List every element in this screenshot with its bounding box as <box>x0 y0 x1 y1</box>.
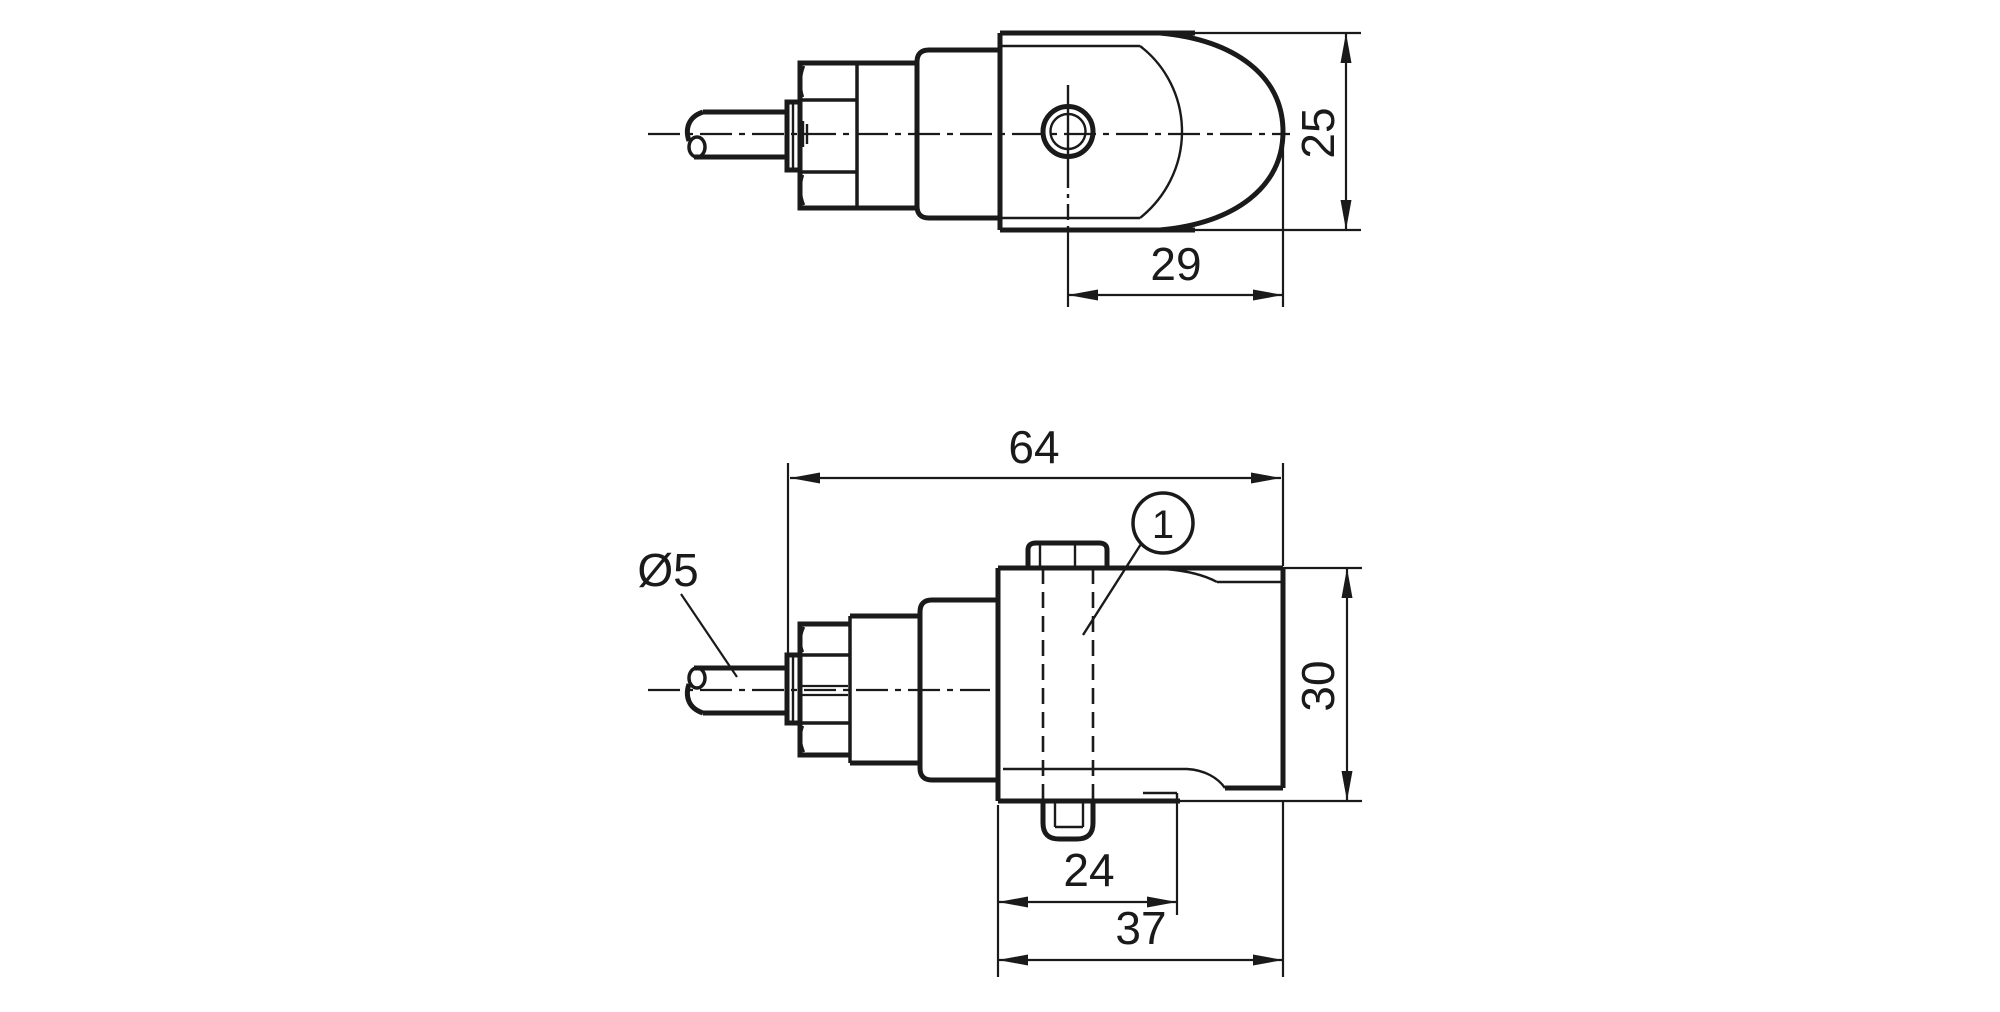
bolt-head-outline <box>1025 540 1110 568</box>
dim30-arrow-top <box>1341 568 1353 598</box>
dim24-arrow-left <box>998 896 1028 908</box>
bolt-tip-outline <box>1040 801 1096 842</box>
nut-side-chamfer-top <box>799 626 806 653</box>
cable-diameter-callout: Ø5 <box>637 544 738 678</box>
sensor-body-side <box>995 565 1286 804</box>
nut-outline <box>797 60 857 211</box>
dim64-arrow-left <box>790 472 820 484</box>
nut-side-chamfer-bottom <box>799 725 806 753</box>
dim37-label: 37 <box>1115 902 1166 954</box>
sleeve-section <box>855 60 917 211</box>
dim64-label: 64 <box>1008 421 1059 473</box>
callout-1: 1 <box>1081 491 1195 636</box>
cable-side-end-cap <box>684 683 704 716</box>
callout-1-leader <box>1081 543 1143 636</box>
cable-end-cap <box>684 109 704 142</box>
callout-1-circle <box>1131 491 1195 555</box>
cable-gland <box>784 99 809 173</box>
head-bottom-fillet <box>1186 767 1226 789</box>
cable <box>684 109 787 160</box>
top-view: 29 25 <box>648 30 1361 307</box>
dimension-24: 24 <box>996 801 1179 977</box>
head-top-fillet <box>1164 567 1218 584</box>
body-inner-arc <box>1139 45 1184 219</box>
dim24-label: 24 <box>1063 844 1114 896</box>
cable-side <box>684 665 787 716</box>
dimension-29: 29 <box>1066 131 1285 307</box>
cable-diameter-leader <box>680 593 738 678</box>
hex-nut <box>797 60 857 211</box>
dim30-label: 30 <box>1292 660 1344 711</box>
callout-1-label: 1 <box>1152 503 1174 547</box>
dimension-37: 37 <box>998 800 1285 977</box>
dimension-25: 25 <box>1195 31 1361 232</box>
dim25-label: 25 <box>1292 107 1344 158</box>
dim29-arrow-right <box>1253 289 1283 301</box>
dim24-arrow-right <box>1147 896 1177 908</box>
fixing-screw <box>1040 85 1096 230</box>
dimension-64: 64 <box>786 421 1285 655</box>
dim37-arrow-right <box>1253 954 1283 966</box>
dim25-arrow-top <box>1340 33 1352 63</box>
side-view: 64 Ø5 1 30 24 <box>637 421 1362 977</box>
nut-side-outline <box>797 621 850 758</box>
hex-nut-side <box>797 621 850 758</box>
clamp-bolt <box>1025 540 1110 842</box>
nut-chamfer-bottom <box>799 174 806 206</box>
nut-chamfer-top <box>799 65 806 98</box>
dim30-arrow-bottom <box>1341 771 1353 801</box>
cable-diameter-label: Ø5 <box>637 544 698 596</box>
sleeve-section-side <box>848 613 920 766</box>
dim29-arrow-left <box>1068 289 1098 301</box>
dim25-arrow-bottom <box>1340 200 1352 230</box>
dimension-30: 30 <box>1180 566 1362 803</box>
cable-side-core <box>687 666 707 690</box>
dim29-label: 29 <box>1150 238 1201 290</box>
dim37-arrow-left <box>998 954 1028 966</box>
body-rounded-end <box>1159 30 1286 233</box>
sensor-body-top <box>997 30 1286 233</box>
dim64-arrow-right <box>1251 472 1281 484</box>
cable-core <box>687 135 707 159</box>
